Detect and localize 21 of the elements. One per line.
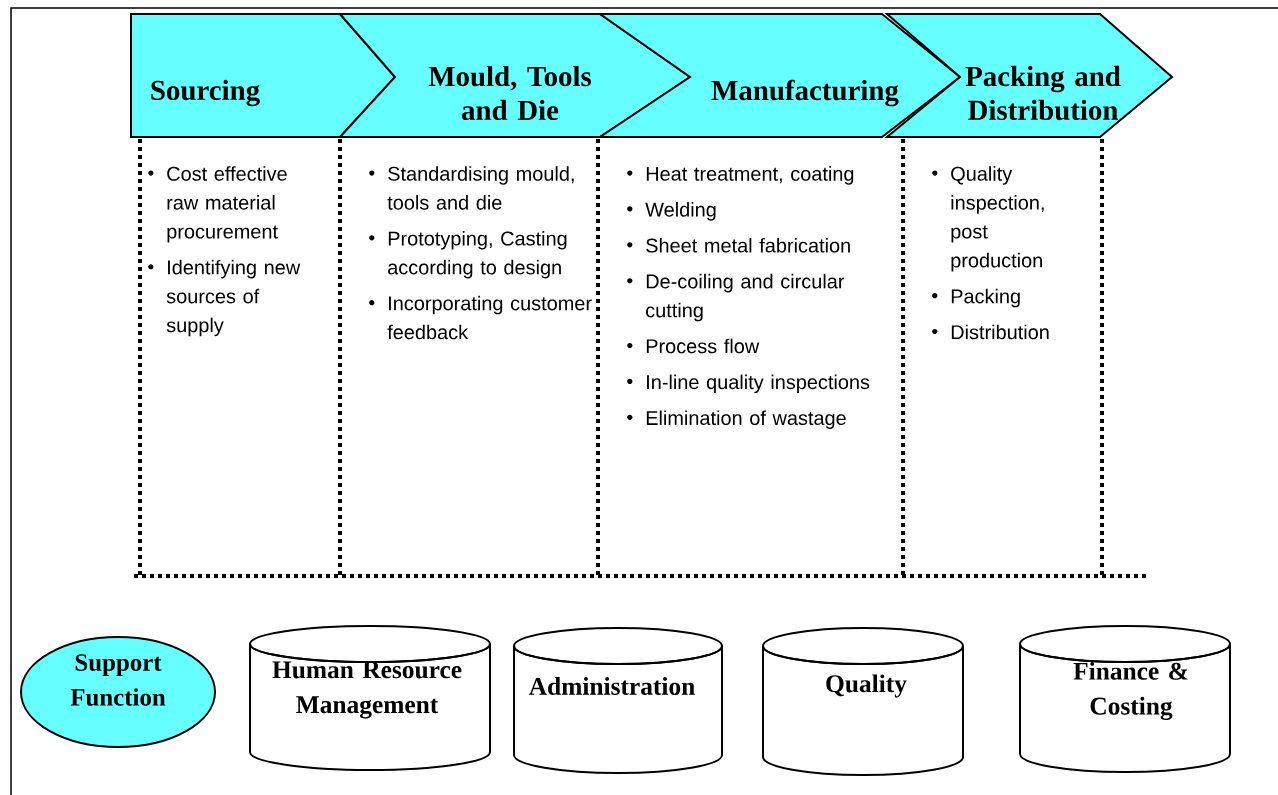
- bullet-item: Standardising mould, tools and die: [369, 166, 574, 210]
- bullet-item: Distribution: [932, 324, 1049, 340]
- bullet-item: Identifying new sources of supply: [148, 259, 301, 337]
- bullet-item: Incorporating customer feedback: [369, 295, 592, 340]
- bullet-item: Heat treatment, coating: [627, 166, 854, 185]
- bullet-item: Sheet metal fabrication: [627, 238, 850, 253]
- bullet-item: Process flow: [627, 338, 760, 354]
- bullet-item: Cost effective raw material procurement: [148, 166, 287, 243]
- stage-banner: Mould, Tools and Die: [337, 13, 692, 138]
- bullet-item: De-coiling and circular cutting: [627, 273, 845, 322]
- bullet-item: Packing: [932, 288, 1020, 308]
- bullet-item: Quality inspection, post production: [932, 166, 1044, 272]
- stage-banner: Manufacturing: [596, 13, 962, 138]
- bullet-item: Prototyping, Casting according to design: [369, 231, 567, 279]
- bullet-item: Welding: [627, 202, 716, 221]
- cylinder: Quality: [762, 627, 964, 776]
- cylinder: Human Resource Management: [249, 625, 491, 771]
- bullet-item: Elimination of wastage: [627, 410, 846, 429]
- cylinder: Finance & Costing: [1019, 625, 1231, 773]
- bullet-item: In-line quality inspections: [627, 374, 870, 394]
- cylinder: Administration: [513, 627, 723, 774]
